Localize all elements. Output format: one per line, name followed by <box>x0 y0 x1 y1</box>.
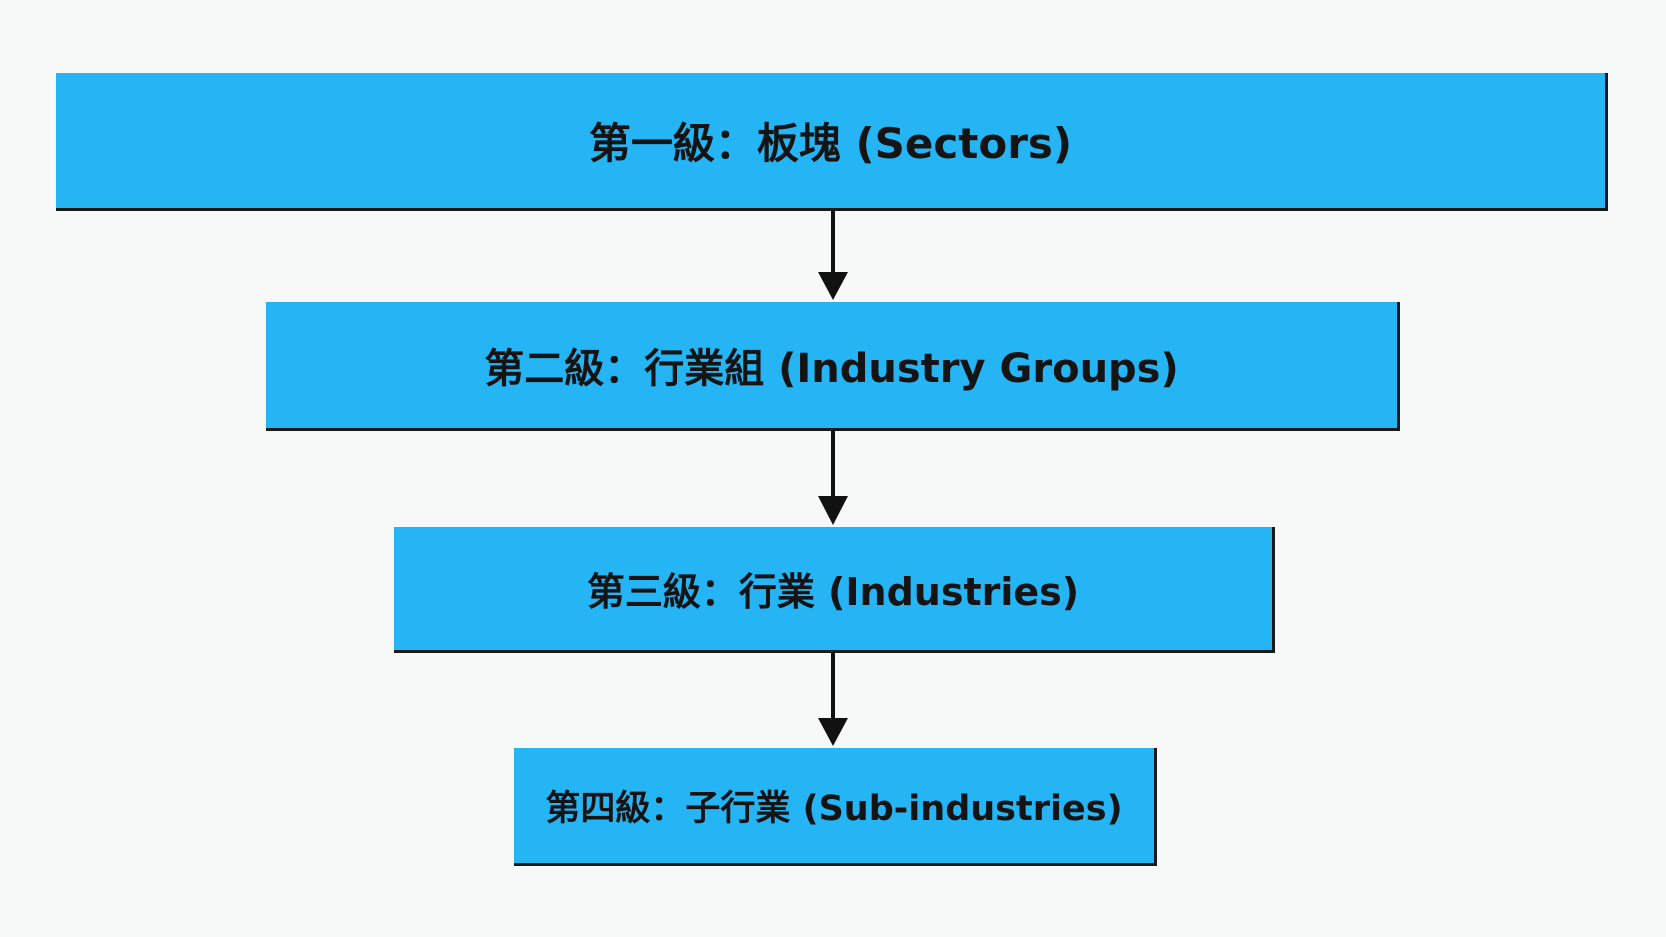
level-1-box: 第一級：板塊 (Sectors) <box>56 73 1608 211</box>
level-2-box: 第二級：行業組 (Industry Groups) <box>266 302 1400 431</box>
arrow-1-to-2 <box>818 211 848 300</box>
level-2-label: 第二級：行業組 (Industry Groups) <box>484 346 1179 392</box>
level-1-label: 第一級：板塊 (Sectors) <box>588 119 1073 168</box>
level-4-box: 第四級：子行業 (Sub-industries) <box>514 748 1157 866</box>
level-3-label: 第三級：行業 (Industries) <box>586 570 1080 614</box>
level-3-box: 第三級：行業 (Industries) <box>394 527 1275 653</box>
level-4-label: 第四級：子行業 (Sub-industries) <box>545 789 1123 829</box>
arrow-3-to-4 <box>818 653 848 746</box>
arrow-2-to-3 <box>818 431 848 525</box>
